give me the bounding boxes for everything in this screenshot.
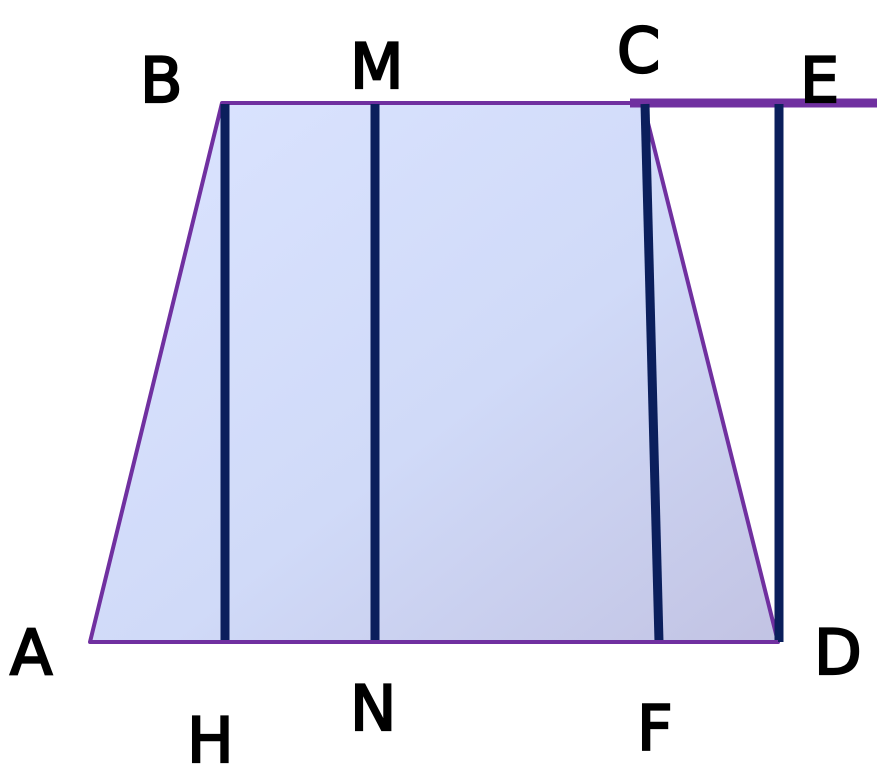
segment-cf: [640, 103, 664, 643]
label-n: N: [350, 672, 396, 745]
label-b: B: [140, 44, 183, 117]
trapezoid-abcd: [88, 101, 780, 644]
label-f: F: [637, 692, 673, 765]
label-a: A: [10, 616, 52, 689]
label-h: H: [187, 704, 234, 767]
label-e: E: [800, 44, 839, 117]
label-m: M: [350, 30, 404, 103]
label-d: D: [814, 616, 862, 689]
label-c: C: [617, 14, 660, 87]
